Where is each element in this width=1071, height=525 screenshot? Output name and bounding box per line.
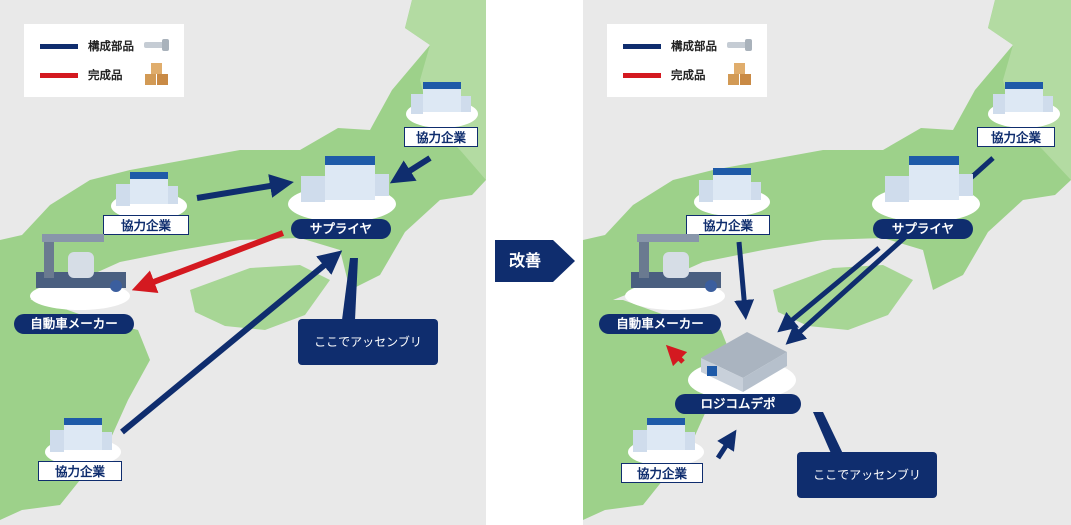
improvement-arrow: 改善 xyxy=(495,240,575,282)
assembly-callout: ここでアッセンブリ xyxy=(797,452,937,498)
supplier-hub-label: サプライヤ xyxy=(291,219,391,239)
supplier-top-label: 協力企業 xyxy=(404,127,478,147)
improvement-label: 改善 xyxy=(495,240,555,282)
parts-arrow-bottom xyxy=(718,438,731,458)
product-arrow xyxy=(143,233,283,286)
factory-icon xyxy=(871,148,981,222)
supplier-bottom-label: 協力企業 xyxy=(38,461,122,481)
automaker-robot-icon xyxy=(28,228,132,312)
automaker-label: 自動車メーカー xyxy=(14,314,134,334)
before-panel: 構成部品 完成品 協力企業 協力企業 xyxy=(0,0,486,525)
parts-arrow-mid xyxy=(739,242,745,310)
automaker-robot-icon xyxy=(623,228,727,312)
assembly-callout: ここでアッセンブリ xyxy=(298,319,438,365)
parts-arrow-top xyxy=(400,158,430,177)
supplier-hub-label: サプライヤ xyxy=(873,219,973,239)
factory-icon xyxy=(287,148,397,222)
supplier-bottom-label: 協力企業 xyxy=(621,463,703,483)
parts-arrow-mid xyxy=(197,184,282,198)
factory-icon xyxy=(693,160,771,216)
factory-icon xyxy=(44,410,122,466)
factory-icon xyxy=(405,74,479,128)
parts-arrow-hub xyxy=(785,248,879,326)
supplier-top-label: 協力企業 xyxy=(977,127,1055,147)
factory-icon xyxy=(987,74,1061,128)
warehouse-icon xyxy=(687,318,797,402)
factory-icon xyxy=(110,164,188,220)
factory-icon xyxy=(627,410,705,466)
product-arrow xyxy=(673,352,683,362)
after-panel: 構成部品 完成品 協力企業 協力企業 サプ xyxy=(583,0,1071,525)
